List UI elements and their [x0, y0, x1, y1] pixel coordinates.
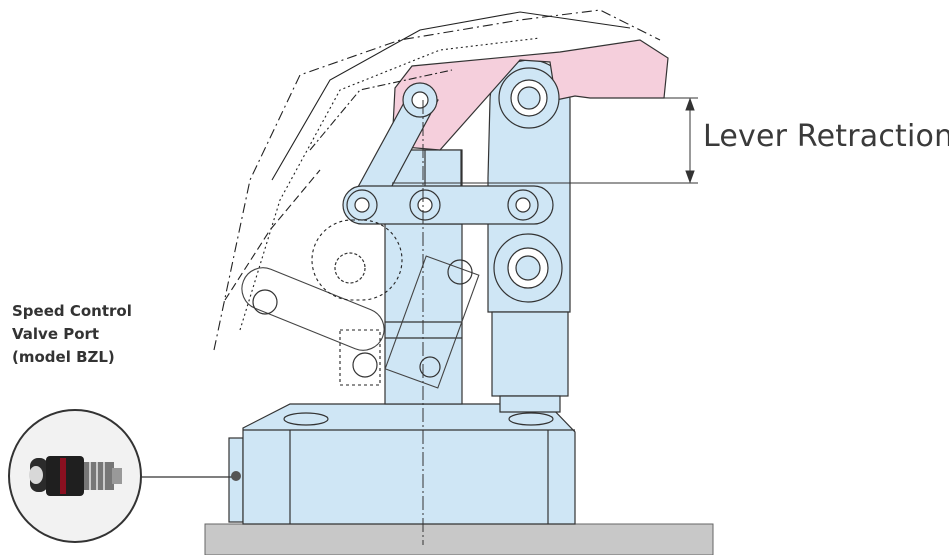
pin-icon	[252, 67, 563, 378]
ghost-outlines	[213, 9, 661, 389]
speed-control-line2: Valve Port	[12, 325, 100, 343]
speed-control-line1: Speed Control	[12, 302, 132, 320]
clamping-lever	[391, 39, 669, 151]
valve-port-marker	[231, 471, 241, 481]
speed-control-label: Speed Control Valve Port (model BZL)	[12, 300, 132, 369]
clamp-body	[228, 403, 576, 525]
lever-retraction-label: Lever Retraction	[703, 119, 949, 154]
speed-control-valve-icon	[8, 409, 142, 543]
base-plate	[204, 523, 714, 555]
lever-retraction-dimension	[392, 97, 698, 184]
link-bar	[342, 185, 554, 225]
speed-control-line3: (model BZL)	[12, 348, 115, 366]
